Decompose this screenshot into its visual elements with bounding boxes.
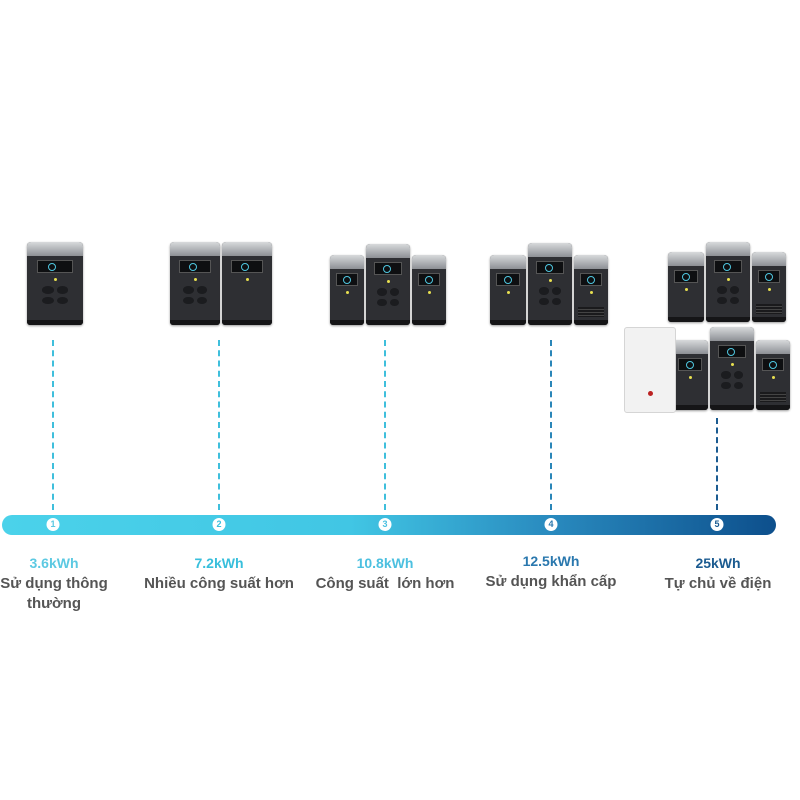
step-number-3: 3 (378, 518, 392, 531)
smart-generator-image (756, 340, 790, 410)
step-caption-4: 12.5kWh Sử dụng khẩn cấp (466, 553, 636, 592)
power-station-image (170, 242, 220, 325)
device-group-4 (490, 243, 608, 325)
power-station-image (706, 242, 750, 322)
step-label: Công suất lớn hơn (315, 575, 455, 592)
step-caption-1: 3.6kWh Sử dụng thông thường (0, 555, 139, 614)
capacity-value: 3.6kWh (29, 555, 79, 571)
connector-line-3 (384, 340, 386, 510)
capacity-value: 7.2kWh (194, 555, 244, 571)
device-group-6 (672, 327, 790, 410)
step-caption-3: 10.8kWh Công suất lớn hơn (300, 555, 470, 594)
step-label: Sử dụng thông thường (0, 575, 108, 612)
capacity-value: 25kWh (695, 555, 741, 571)
capacity-value: 12.5kWh (522, 553, 580, 569)
connector-line-5 (716, 418, 718, 510)
extra-battery-image (330, 255, 364, 325)
device-group-5 (668, 242, 786, 322)
connector-line-1 (52, 340, 54, 510)
power-station-image (710, 327, 754, 410)
connector-line-2 (218, 340, 220, 510)
connector-line-4 (550, 340, 552, 510)
step-label: Nhiều công suất hơn (144, 575, 294, 592)
smart-home-panel-image (624, 327, 676, 413)
extra-battery-image (412, 255, 446, 325)
capacity-value: 10.8kWh (356, 555, 414, 571)
power-station-image (27, 242, 83, 325)
power-station-image (366, 244, 410, 325)
smart-generator-image (752, 252, 786, 322)
step-caption-5: 25kWh Tự chủ về điện (633, 555, 800, 594)
device-group-1 (27, 242, 83, 325)
step-number-1: 1 (46, 518, 60, 531)
step-label: Tự chủ về điện (664, 575, 772, 592)
step-number-4: 4 (544, 518, 558, 531)
step-number-2: 2 (212, 518, 226, 531)
extra-battery-image (222, 242, 272, 325)
extra-battery-image (672, 340, 708, 410)
device-group-3 (330, 244, 446, 325)
step-caption-2: 7.2kWh Nhiều công suất hơn (134, 555, 304, 594)
smart-generator-image (574, 255, 608, 325)
step-number-5: 5 (710, 518, 724, 531)
device-group-2 (170, 242, 272, 325)
extra-battery-image (490, 255, 526, 325)
extra-battery-image (668, 252, 704, 322)
capacity-timeline-bar: 1 2 3 4 5 (2, 515, 776, 535)
step-label: Sử dụng khẩn cấp (485, 573, 617, 590)
power-station-image (528, 243, 572, 325)
